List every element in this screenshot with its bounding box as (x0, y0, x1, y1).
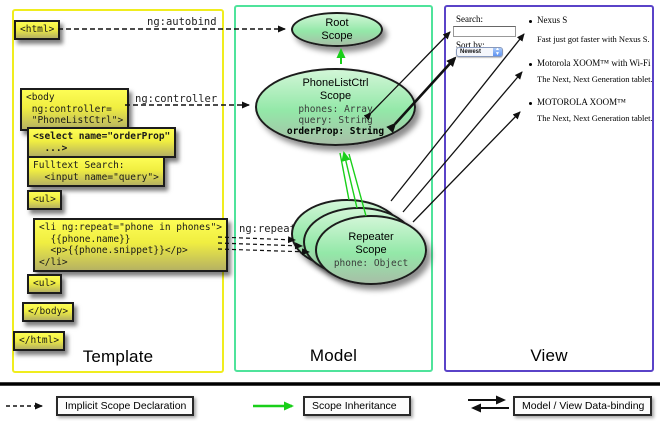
bullet-icon (529, 20, 532, 23)
search-input[interactable] (453, 26, 516, 37)
code-box-fulltext-search: Fulltext Search: <input name="query"> (27, 156, 165, 187)
sort-dropdown-value: Newest (460, 49, 482, 55)
code-box-body-close: </body> (22, 302, 75, 322)
phonelistctrl-scope-title: PhoneListCtrl Scope (302, 77, 369, 102)
view-item-desc: The Next, Next Generation tablet. (537, 74, 653, 84)
code-box-ul-open: <ul> (27, 190, 62, 210)
repeater-scope-title: Repeater Scope (348, 231, 394, 256)
template-column-label: Template (82, 347, 154, 366)
code-box-li-repeat: <li ng:repeat="phone in phones"> {{phone… (33, 218, 229, 272)
view-item-title: Nexus S (537, 15, 568, 25)
repeater-scope-props: phone: Object (333, 258, 409, 269)
dropdown-stepper-icon: ▲▼ (493, 48, 502, 56)
code-box-select: <select name="orderProp" ...> (27, 127, 177, 158)
code-box-body-open: <body ng:controller= "PhoneListCtrl"> (20, 88, 130, 131)
view-item-desc: The Next, Next Generation tablet. (537, 113, 653, 123)
legend-model-view-data-binding: Model / View Data-binding (513, 396, 652, 416)
root-scope-ellipse: Root Scope (291, 12, 383, 47)
sort-dropdown[interactable]: Newest ▲▼ (456, 47, 503, 57)
legend-implicit-scope-declaration: Implicit Scope Declaration (56, 396, 194, 416)
ng-repeat-label: ng:repeat (239, 223, 296, 235)
bullet-icon (529, 63, 532, 66)
bullet-icon (529, 102, 532, 105)
prop-phones: phones: Array (298, 104, 373, 115)
code-box-html-open: <html> (14, 20, 61, 40)
view-item-title: MOTOROLA XOOM™ (537, 97, 626, 107)
code-box-html-close: </html> (13, 331, 66, 351)
search-label: Search: (456, 14, 483, 24)
repeater-scope-ellipse: Repeater Scope phone: Object (315, 215, 427, 285)
template-column: Template (12, 9, 224, 373)
prop-orderprop: orderProp: String (286, 126, 385, 137)
root-scope-title: Root Scope (321, 17, 353, 42)
legend-scope-inheritance: Scope Inheritance (303, 396, 411, 416)
prop-query: query: String (298, 115, 373, 126)
model-column-label: Model (309, 346, 358, 365)
view-item-title: Motorola XOOM™ with Wi-Fi (537, 58, 651, 68)
view-column-label: View (530, 346, 568, 365)
ng-autobind-label: ng:autobind (147, 16, 217, 28)
ng-controller-label: ng:controller (135, 93, 218, 105)
code-box-ul-close: <ul> (27, 274, 62, 294)
model-column: Model (234, 5, 433, 372)
view-item-desc: Fast just got faster with Nexus S. (537, 34, 650, 44)
